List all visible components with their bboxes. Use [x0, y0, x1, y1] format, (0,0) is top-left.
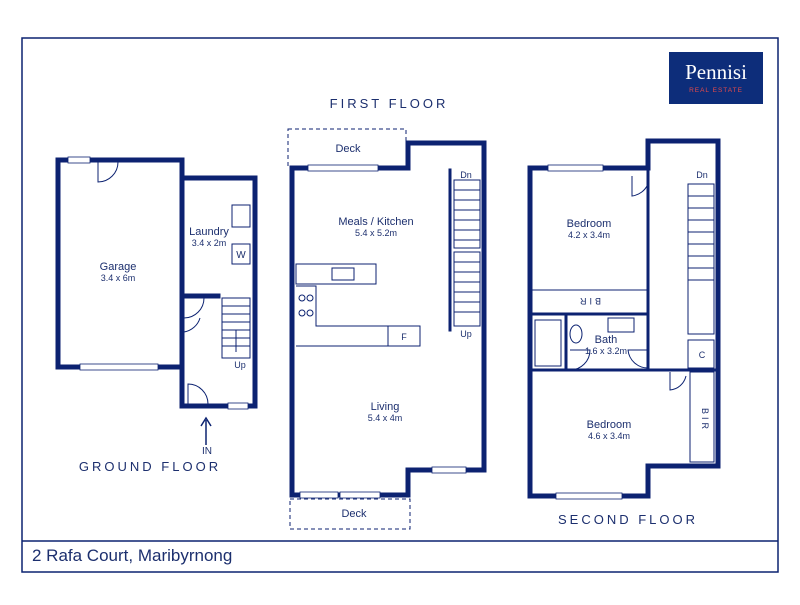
agency-logo: Pennisi REAL ESTATE [669, 52, 763, 104]
first-stairs-up-label: Up [460, 329, 472, 339]
bedroom2-size: 4.6 x 3.4m [588, 431, 630, 441]
bir2-label: BIR [700, 408, 710, 432]
living-window [431, 466, 467, 474]
bedroom2-name: Bedroom [587, 419, 632, 431]
garage-door [79, 363, 159, 371]
living-name: Living [371, 401, 400, 413]
bath-door2-swing [627, 349, 649, 369]
entry-window [227, 402, 249, 410]
bath-size: 1.6 x 3.2m [585, 346, 627, 356]
second-floor-title: SECOND FLOOR [558, 512, 698, 527]
garage-internal-door-swing [183, 312, 201, 333]
ground-floor-plan [55, 156, 258, 445]
top-deck-sliding-door [307, 164, 379, 172]
bedroom2-bir [689, 371, 715, 463]
garage-window [67, 156, 91, 164]
bottom-deck-outline [289, 498, 411, 530]
logo-name: Pennisi [685, 60, 747, 84]
laundry-walls [179, 175, 258, 409]
first-stairs-up [453, 251, 481, 327]
washer-outline [231, 243, 251, 265]
first-floor-title: FIRST FLOOR [330, 96, 449, 111]
second-stairs-treads [688, 195, 714, 281]
bath-door-swing [569, 349, 591, 371]
linen-cupboard [687, 339, 715, 369]
second-stairs-dn-label: Dn [696, 170, 708, 180]
top-deck-label: Deck [335, 143, 361, 155]
bedroom2-window [555, 492, 623, 500]
bedroom1-window [547, 164, 604, 172]
bottom-deck-sliding-door [339, 491, 381, 499]
garage-name: Garage [100, 261, 137, 273]
living-size: 5.4 x 4m [368, 413, 403, 423]
garage-door-swing [97, 161, 119, 183]
second-stairs [687, 183, 715, 335]
laundry-name: Laundry [189, 226, 229, 238]
toilet-icon [569, 324, 583, 344]
garage-size: 3.4 x 6m [101, 273, 136, 283]
bath-name: Bath [595, 334, 618, 346]
kitchen-sink [331, 267, 355, 281]
kitchen-size: 5.4 x 5.2m [355, 228, 397, 238]
bir1-label: BIR [577, 296, 601, 306]
first-stairs-down [453, 179, 481, 249]
bathtub [534, 319, 562, 367]
logo-subtitle: REAL ESTATE [689, 87, 743, 94]
entry-door-swing [187, 383, 209, 405]
bottom-deck-label: Deck [341, 508, 367, 520]
property-address: 2 Rafa Court, Maribyrnong [32, 546, 233, 565]
first-floor-plan [287, 128, 487, 530]
cupboard-label: C [699, 350, 706, 360]
bedroom1-size: 4.2 x 3.4m [568, 230, 610, 240]
kitchen-name: Meals / Kitchen [338, 216, 413, 228]
laundry-size: 3.4 x 2m [192, 238, 227, 248]
bedroom1-door-swing [631, 176, 649, 197]
fridge-label: F [401, 332, 407, 342]
vanity [607, 317, 635, 333]
kitchen-bench [295, 263, 377, 285]
bottom-deck-window [299, 491, 339, 499]
entry-arrow-head [200, 416, 212, 427]
second-floor-plan [527, 138, 721, 500]
ground-floor-title: GROUND FLOOR [79, 459, 221, 474]
bedroom1-name: Bedroom [567, 218, 612, 230]
cooktop-icon [298, 294, 314, 317]
ground-stairs [221, 297, 251, 359]
first-floor-walls [289, 140, 487, 498]
laundry-door-swing [183, 297, 205, 319]
first-stairs-treads [454, 189, 480, 313]
ground-stairs-up-label: Up [234, 360, 246, 370]
bedroom2-door-swing [669, 372, 687, 391]
fridge-space [387, 325, 421, 347]
entry-label: IN [202, 446, 212, 457]
laundry-tub [231, 204, 251, 228]
washer-label: W [236, 250, 246, 261]
page-border [21, 37, 779, 573]
first-stairs-dn-label: Dn [460, 170, 472, 180]
